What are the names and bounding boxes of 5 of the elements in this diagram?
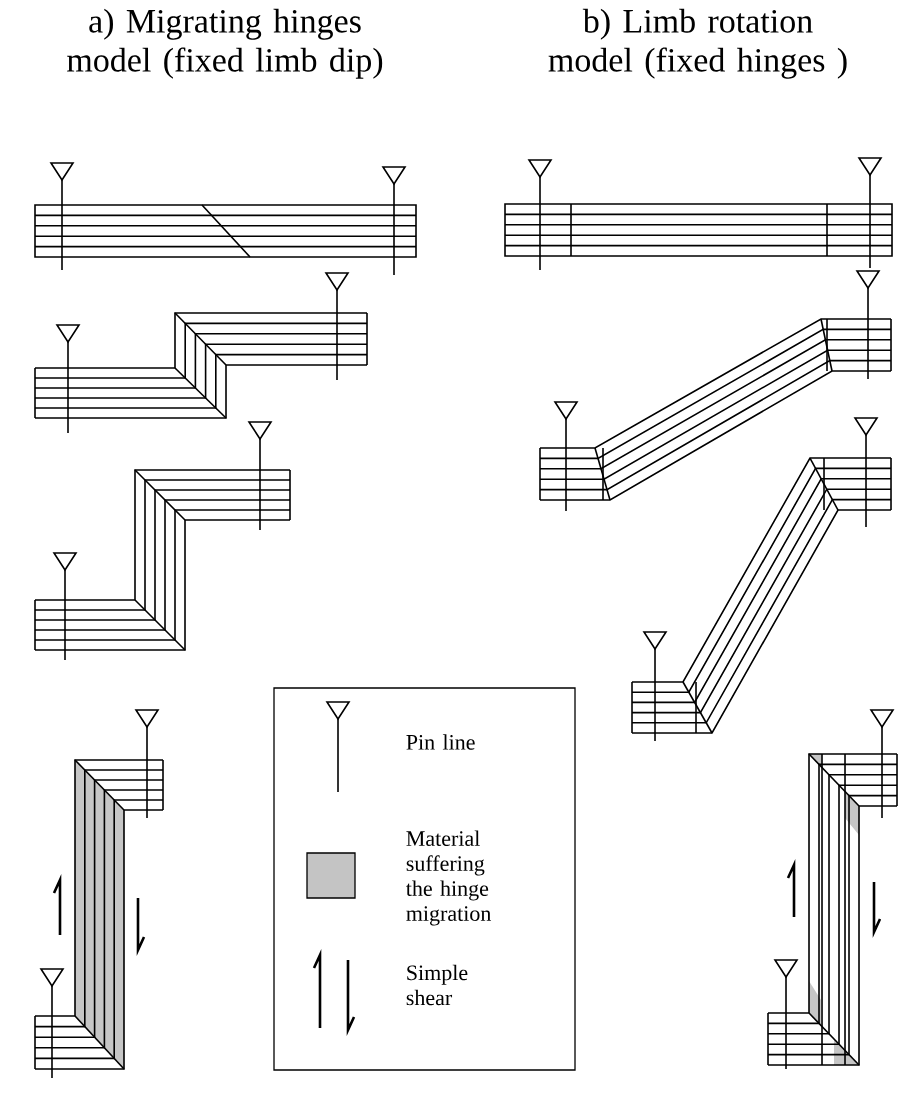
heading: a) Migrating hinges model (fixed limb dip) — [67, 8, 383, 79]
legend-text: Pin line — [406, 734, 475, 750]
legend-text: Material suffering the hinge migration — [406, 830, 492, 926]
legend-text: Simple shear — [406, 964, 468, 1006]
heading: b) Limb rotation model (fixed hinges ) — [548, 8, 847, 79]
